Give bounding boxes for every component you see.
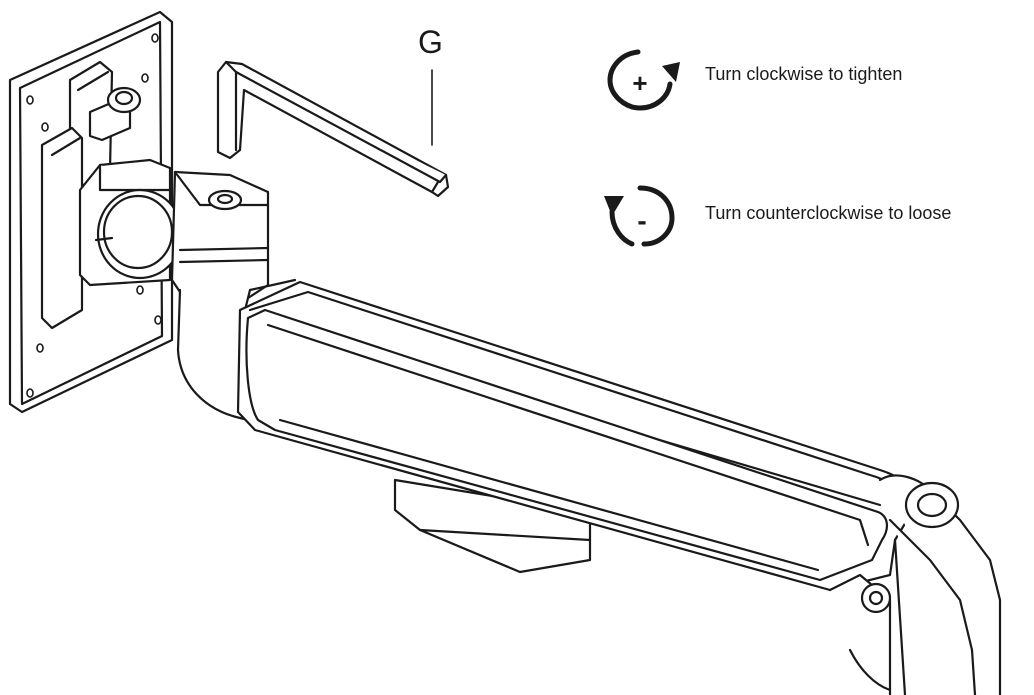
vesa-plate-holes [26, 33, 162, 398]
loosen-symbol: - [637, 205, 646, 236]
hex-key-tool [216, 60, 450, 198]
counterclockwise-arrow-icon [604, 185, 675, 247]
main-arm [236, 280, 916, 592]
legend-tighten-text: Turn clockwise to tighten [705, 64, 903, 84]
tighten-symbol: + [632, 68, 647, 98]
vesa-plate [8, 10, 174, 414]
tilt-head [78, 158, 184, 287]
legend-loosen-text: Turn counterclockwise to loose [705, 203, 952, 223]
tilt-knob [88, 86, 142, 142]
clockwise-arrow-icon [607, 49, 680, 111]
arm-end-joint [828, 474, 1002, 695]
part-label-g: G [418, 24, 443, 60]
swivel-joint [170, 170, 270, 302]
